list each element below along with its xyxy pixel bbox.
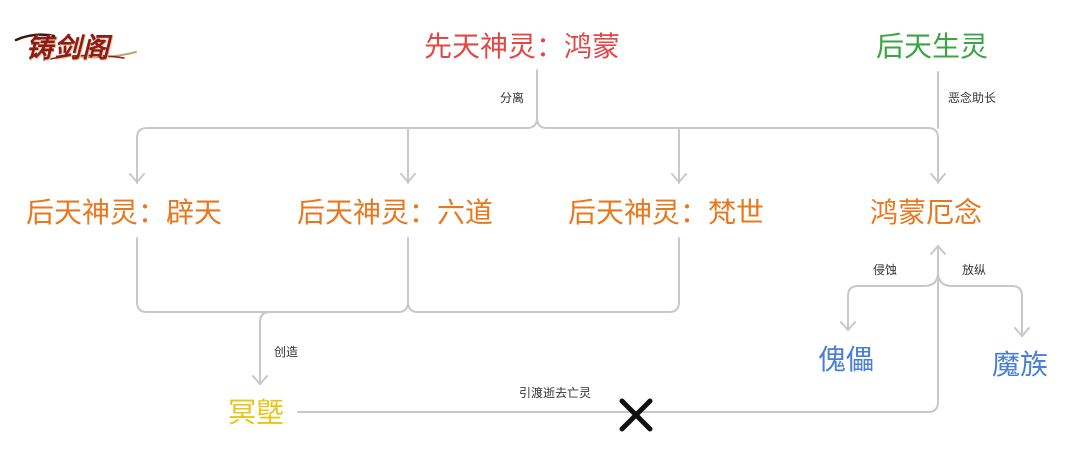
- node-liudao: 后天神灵：六道: [297, 196, 494, 229]
- edge-label-enian-zhuzhang: 恶念助长: [948, 91, 997, 105]
- node-xiantian-shenling: 先天神灵：鸿蒙: [424, 30, 621, 63]
- node-kuilei: 傀儡: [818, 343, 875, 376]
- node-mingxu: 冥墍: [228, 396, 285, 429]
- edge-label-yindu: 引渡逝去亡灵: [519, 386, 592, 400]
- edge-label-fangzong: 放纵: [962, 263, 987, 277]
- logo-text: 铸剑阁: [26, 33, 110, 64]
- node-mozu: 魔族: [992, 348, 1049, 381]
- logo-swoosh-icon: [14, 33, 137, 61]
- edge-label-chuangzao: 创造: [274, 345, 299, 359]
- node-hongmeng-enian: 鸿蒙厄念: [870, 196, 983, 229]
- edge-label-fenli: 分离: [500, 91, 525, 105]
- node-houtian-shengling: 后天生灵: [876, 30, 989, 63]
- edge-label-qinshi: 侵蚀: [873, 263, 898, 277]
- node-pitian: 后天神灵：辟天: [26, 196, 223, 229]
- logo: 铸剑阁: [14, 22, 138, 64]
- cross-icon: [619, 398, 653, 432]
- node-fanshi: 后天神灵：梵世: [568, 196, 765, 229]
